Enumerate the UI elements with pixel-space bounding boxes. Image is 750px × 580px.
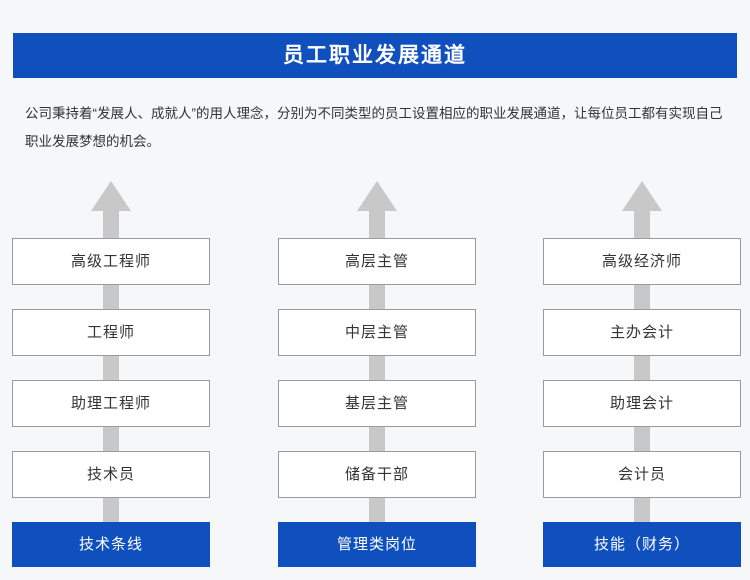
career-level-box[interactable]: 高级工程师: [12, 238, 210, 285]
career-level-label: 基层主管: [344, 395, 409, 412]
career-level-label: 技术员: [86, 466, 135, 483]
career-level-box[interactable]: 基层主管: [278, 380, 476, 427]
career-track-label: 技能（财务）: [593, 536, 690, 553]
career-column-technical: 高级工程师 工程师 助理工程师 技术员 技术条线: [12, 178, 210, 573]
career-ladder: 高级经济师 主办会计 助理会计 会计员 技能（财务）: [543, 178, 741, 567]
career-level-box[interactable]: 中层主管: [278, 309, 476, 356]
career-level-label: 助理工程师: [70, 395, 151, 412]
page-header-banner: 员工职业发展通道: [13, 33, 737, 78]
career-level-label: 工程师: [86, 324, 135, 341]
career-level-box[interactable]: 高级经济师: [543, 238, 741, 285]
career-track-base[interactable]: 技能（财务）: [543, 522, 741, 567]
career-column-skill-finance: 高级经济师 主办会计 助理会计 会计员 技能（财务）: [543, 178, 741, 573]
career-level-label: 中层主管: [344, 324, 409, 341]
page-title: 员工职业发展通道: [283, 44, 467, 67]
career-track-base[interactable]: 技术条线: [12, 522, 210, 567]
career-level-label: 会计员: [617, 466, 666, 483]
career-level-box[interactable]: 会计员: [543, 451, 741, 498]
career-level-box[interactable]: 技术员: [12, 451, 210, 498]
career-level-label: 助理会计: [609, 395, 674, 412]
career-ladder: 高级工程师 工程师 助理工程师 技术员 技术条线: [12, 178, 210, 567]
career-column-management: 高层主管 中层主管 基层主管 储备干部 管理类岗位: [278, 178, 476, 573]
career-ladder: 高层主管 中层主管 基层主管 储备干部 管理类岗位: [278, 178, 476, 567]
career-level-label: 高层主管: [344, 253, 409, 270]
career-level-box[interactable]: 高层主管: [278, 238, 476, 285]
career-level-label: 主办会计: [609, 324, 674, 341]
career-level-box[interactable]: 主办会计: [543, 309, 741, 356]
career-level-box[interactable]: 储备干部: [278, 451, 476, 498]
career-level-box[interactable]: 工程师: [12, 309, 210, 356]
career-level-label: 高级经济师: [601, 253, 682, 270]
career-track-label: 技术条线: [78, 536, 143, 553]
intro-paragraph: 公司秉持着“发展人、成就人”的用人理念，分别为不同类型的员工设置相应的职业发展通…: [25, 106, 723, 149]
career-track-label: 管理类岗位: [336, 536, 417, 553]
career-track-base[interactable]: 管理类岗位: [278, 522, 476, 567]
career-level-box[interactable]: 助理工程师: [12, 380, 210, 427]
career-level-label: 储备干部: [344, 466, 409, 483]
career-level-box[interactable]: 助理会计: [543, 380, 741, 427]
career-level-label: 高级工程师: [70, 253, 151, 270]
career-columns: 高级工程师 工程师 助理工程师 技术员 技术条线: [0, 178, 750, 573]
